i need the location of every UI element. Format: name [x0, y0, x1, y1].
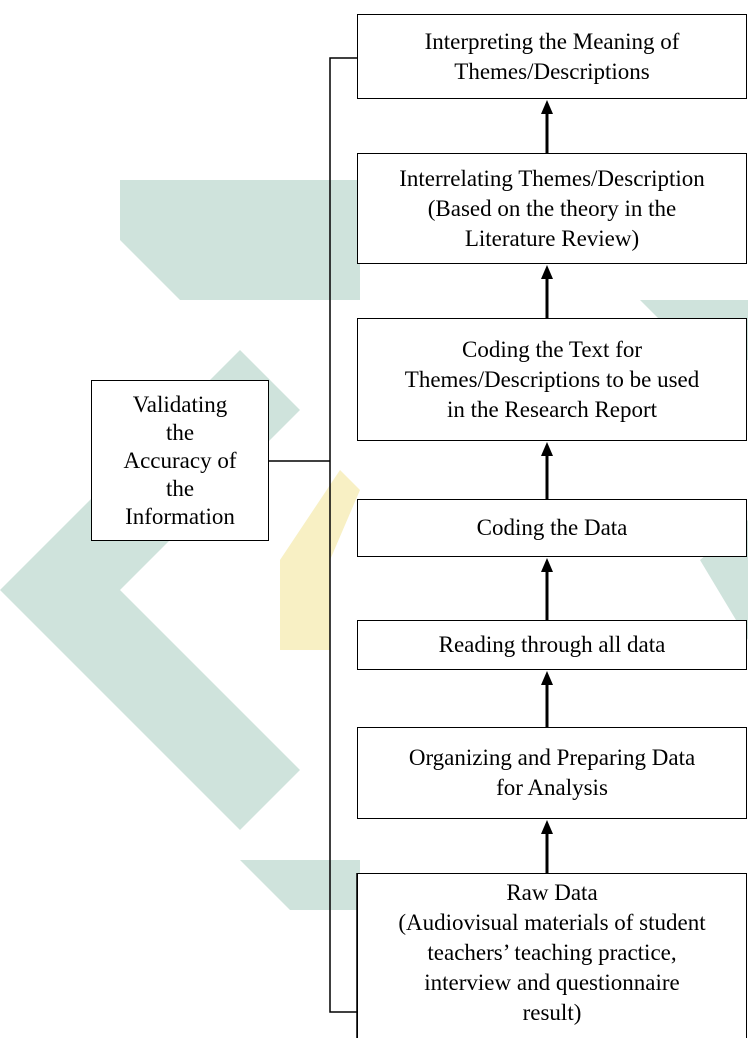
arrow-interrelating-to-interpreting — [541, 100, 553, 153]
validation-bracket — [329, 57, 357, 1013]
step-raw-data: Raw Data (Audiovisual materials of stude… — [357, 873, 747, 1038]
validation-box: Validating the Accuracy of the Informati… — [91, 380, 269, 541]
step-interrelating: Interrelating Themes/Description (Based … — [357, 153, 747, 264]
arrow-coding-to-codingtext — [541, 442, 553, 499]
step-coding-data: Coding the Data — [357, 499, 747, 557]
arrow-raw-to-organize — [541, 820, 553, 873]
step-reading: Reading through all data — [357, 620, 747, 670]
arrow-codingtext-to-interrelating — [541, 265, 553, 318]
step-organizing: Organizing and Preparing Data for Analys… — [357, 727, 747, 819]
arrow-reading-to-coding — [541, 558, 553, 620]
step-interpreting: Interpreting the Meaning of Themes/Descr… — [357, 14, 747, 99]
step-coding-text: Coding the Text for Themes/Descriptions … — [357, 318, 747, 441]
arrow-organize-to-reading — [541, 671, 553, 727]
